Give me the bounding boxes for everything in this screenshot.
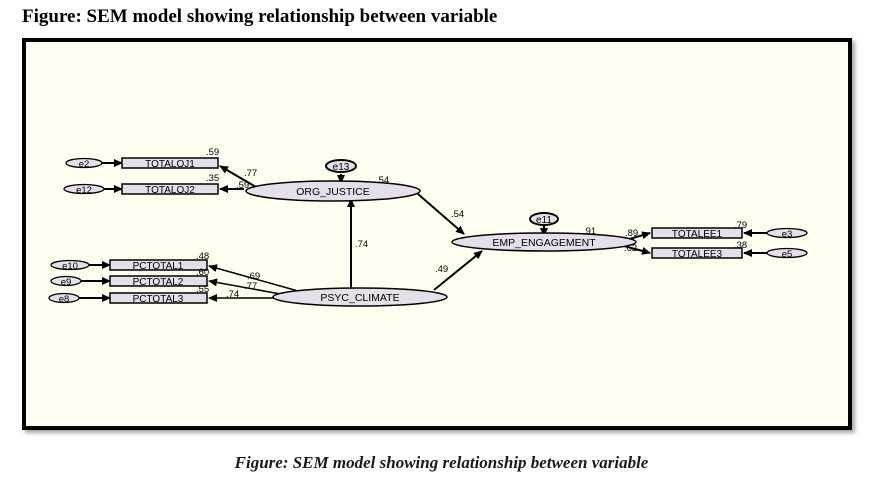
diagram-frame: ORG_JUSTICE EMP_ENGAGEMENT PSYC_CLIMATE … bbox=[22, 38, 852, 430]
observed-totaloj1-label: TOTALOJ1 bbox=[145, 159, 195, 170]
arrow-pc-pctotal1 bbox=[208, 264, 299, 292]
loading-ee-totalee1: .89 bbox=[625, 228, 638, 239]
error-e13-label: e13 bbox=[333, 162, 350, 173]
rsq-totaloj2: .35 bbox=[206, 173, 219, 184]
observed-pctotal1-label: PCTOTAL1 bbox=[133, 261, 184, 272]
rsq-totalee3: .38 bbox=[734, 240, 747, 251]
rsq-pctotal1: .48 bbox=[196, 251, 209, 262]
path-pc-ee: .49 bbox=[435, 264, 448, 275]
error-e2: e2 bbox=[65, 157, 103, 170]
arrow-oj-totaloj1 bbox=[219, 165, 257, 188]
path-oj-ee: .54 bbox=[451, 209, 464, 220]
arrow-pc-pctotal2 bbox=[208, 278, 287, 296]
rsq-pctotal3: .55 bbox=[196, 284, 209, 295]
latent-emp-engagement: EMP_ENGAGEMENT bbox=[451, 232, 637, 252]
observed-totalee3: TOTALEE3 bbox=[651, 247, 743, 260]
path-arrow-oj-ee bbox=[417, 193, 465, 235]
latent-org-justice-label: ORG_JUSTICE bbox=[296, 186, 370, 198]
error-e8-label: e8 bbox=[59, 294, 70, 305]
error-e13: e13 bbox=[325, 159, 357, 173]
error-e2-label: e2 bbox=[79, 159, 90, 170]
latent-emp-engagement-label: EMP_ENGAGEMENT bbox=[492, 237, 596, 249]
rsq-emp-engagement: .91 bbox=[583, 226, 596, 237]
error-e3-label: e3 bbox=[782, 229, 793, 240]
sem-diagram: ORG_JUSTICE EMP_ENGAGEMENT PSYC_CLIMATE … bbox=[48, 147, 808, 307]
error-e9: e9 bbox=[50, 275, 82, 288]
rsq-totalee1: .79 bbox=[734, 220, 747, 231]
observed-totalee1-label: TOTALEE1 bbox=[672, 229, 723, 240]
observed-pctotal2-label: PCTOTAL2 bbox=[133, 277, 184, 288]
error-e10-label: e10 bbox=[62, 261, 78, 272]
path-pc-oj: .74 bbox=[355, 239, 368, 250]
observed-totalee1: TOTALEE1 bbox=[651, 227, 743, 240]
latent-psyc-climate-label: PSYC_CLIMATE bbox=[320, 292, 399, 304]
figure-caption: Figure: SEM model showing relationship b… bbox=[234, 453, 649, 472]
path-arrow-pc-ee bbox=[433, 250, 483, 291]
error-e12-label: e12 bbox=[76, 185, 92, 196]
loading-pc-pctotal1: .69 bbox=[247, 271, 260, 282]
observed-totaloj1: TOTALOJ1 bbox=[121, 157, 219, 170]
rsq-org-justice: .54 bbox=[376, 175, 389, 186]
error-e8: e8 bbox=[48, 292, 80, 305]
error-e3: e3 bbox=[766, 227, 808, 240]
loading-pc-pctotal3: .74 bbox=[226, 289, 239, 300]
loading-oj-totaloj2: .59 bbox=[236, 180, 249, 191]
error-e9-label: e9 bbox=[61, 277, 72, 288]
error-e5: e5 bbox=[766, 247, 808, 260]
loading-pc-pctotal2: .77 bbox=[244, 281, 257, 292]
observed-pctotal3: PCTOTAL3 bbox=[109, 292, 208, 305]
observed-pctotal2: PCTOTAL2 bbox=[109, 275, 208, 288]
page-title: Figure: SEM model showing relationship b… bbox=[22, 6, 498, 27]
error-e11-label: e11 bbox=[536, 215, 552, 226]
observed-totalee3-label: TOTALEE3 bbox=[672, 249, 723, 260]
observed-totaloj2-label: TOTALOJ2 bbox=[145, 185, 195, 196]
latent-org-justice: ORG_JUSTICE bbox=[245, 180, 421, 202]
error-e5-label: e5 bbox=[782, 249, 793, 260]
error-e12: e12 bbox=[63, 183, 105, 196]
observed-pctotal1: PCTOTAL1 bbox=[109, 259, 208, 272]
loading-oj-totaloj1: .77 bbox=[244, 168, 257, 179]
rsq-totaloj1: .59 bbox=[206, 147, 219, 158]
observed-pctotal3-label: PCTOTAL3 bbox=[133, 294, 184, 305]
rsq-pctotal2: .60 bbox=[196, 267, 209, 278]
loading-ee-totalee3: .62 bbox=[624, 243, 637, 254]
error-e11: e11 bbox=[529, 212, 559, 226]
arrow-ee-totalee3 bbox=[623, 245, 651, 255]
observed-totaloj2: TOTALOJ2 bbox=[121, 183, 219, 196]
latent-psyc-climate: PSYC_CLIMATE bbox=[272, 287, 448, 307]
error-e10: e10 bbox=[50, 259, 90, 272]
